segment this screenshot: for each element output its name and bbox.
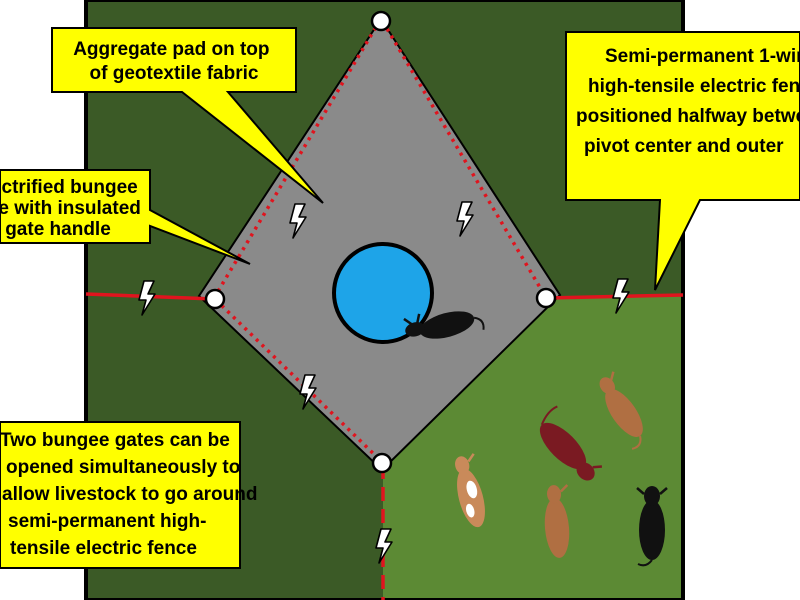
water-tank [332,242,434,344]
callout-two-gates-line: semi-permanent high- [8,511,206,532]
cow-red [539,405,602,481]
svg-text:Electrified bungee gate: Electrified bungee gate with insulated g… [0,177,146,240]
post-right [535,287,557,309]
cow-spotted [455,453,485,528]
post-left [204,288,226,310]
callout-bungee-gate-line: gate handle [5,219,111,240]
callout-aggregate-pad-line: of geotextile fabric [90,63,259,84]
cow-black-bottom [636,486,668,567]
bungee-gate-top-right [381,21,547,297]
callout-semi-permanent-fence-line: positioned halfway between [576,106,800,127]
bungee-gate-top-left [212,21,381,299]
callout-semi-permanent-fence-line: Semi-permanent 1-wire [605,46,800,67]
callout-aggregate-pad-line: Aggregate pad on top [73,39,269,60]
svg-text:Two bungee gates can be: Two bungee gates can be opened simultane… [0,430,263,559]
callout-two-gates-line: allow livestock to go around [2,484,257,505]
svg-text:Aggregate pad on top of: Aggregate pad on top of geotextile fabri… [73,39,275,84]
callout-two-gates-line: tensile electric fence [10,538,197,559]
callout-two-gates-line: opened simultaneously to [6,457,240,478]
callout-two-gates: Two bungee gates can be opened simultane… [0,421,263,569]
callout-bungee-gate: Electrified bungee gate with insulated g… [0,169,251,265]
bungee-gate-bottom-left [214,298,383,463]
callout-bungee-gate-line: Electrified bungee [0,177,138,198]
callout-aggregate-pad: Aggregate pad on top of geotextile fabri… [51,27,324,204]
callout-semi-permanent-fence: Semi-permanent 1-wire high-tensile elect… [565,31,800,291]
cow-brown-top [599,371,643,450]
post-top [370,10,392,32]
field-border [84,0,685,600]
callout-semi-permanent-fence-line: pivot center and outer [584,136,784,157]
callout-two-gates-line: Two bungee gates can be [0,430,230,451]
light-pasture [383,295,683,600]
svg-text:Semi-permanent 1-wire hi: Semi-permanent 1-wire high-tensile elect… [576,46,800,157]
cow-brown-bottom [544,484,570,558]
post-bottom [371,452,393,474]
callout-bungee-gate-line: gate with insulated [0,198,141,219]
cow-black-drinking [403,311,485,339]
callout-semi-permanent-fence-line: high-tensile electric fence [588,76,800,97]
